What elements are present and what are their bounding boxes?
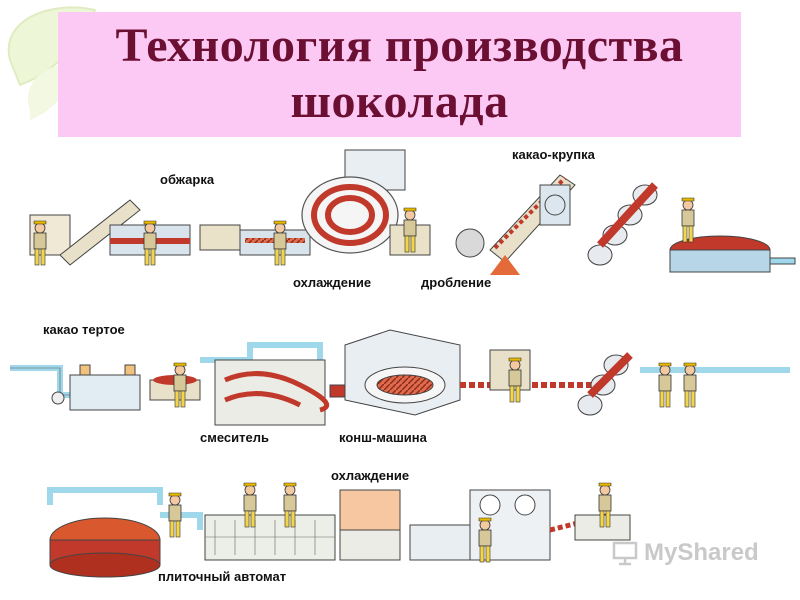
title-line-1: Технология производства <box>115 19 684 72</box>
watermark: MyShared <box>612 538 759 568</box>
title-line-2: шоколада <box>290 75 509 128</box>
title-banner <box>58 12 741 137</box>
label-cooling-1: охлаждение <box>293 275 372 290</box>
label-mixer: смеситель <box>200 430 269 445</box>
label-roasting: обжарка <box>160 172 215 187</box>
label-crushing: дробление <box>421 275 492 290</box>
label-conche: конш-машина <box>339 430 427 445</box>
production-diagram <box>10 149 796 578</box>
label-cocoa-nibs: какао-крупка <box>512 147 595 162</box>
label-tablet-machine: плиточный автомат <box>158 569 287 584</box>
watermark-text: MyShared <box>644 539 759 566</box>
page-title: Технология производства шоколада <box>58 18 741 130</box>
label-cocoa-mass: какао тертое <box>43 322 125 337</box>
row-mixing-line <box>10 329 790 426</box>
label-cooling-2: охлаждение <box>331 468 410 483</box>
presentation-icon <box>612 541 638 566</box>
row-moulding-line <box>47 482 631 578</box>
row-roasting-line <box>29 149 796 275</box>
